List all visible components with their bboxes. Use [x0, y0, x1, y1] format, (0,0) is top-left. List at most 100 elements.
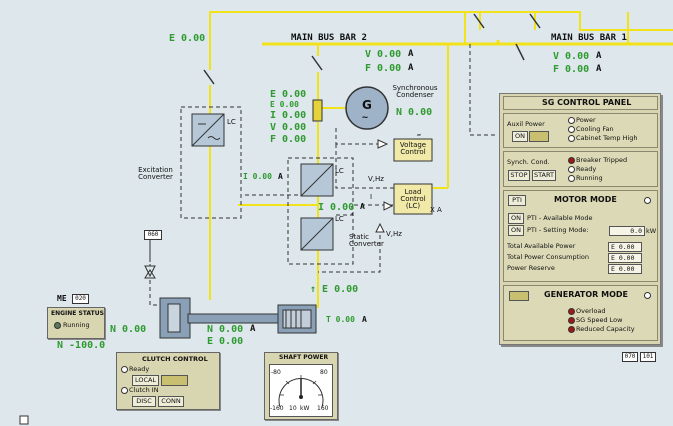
static-converter-label: Static Converter — [349, 233, 384, 248]
running-indicator — [54, 322, 61, 329]
motor-t-unit: A — [362, 315, 367, 324]
reduced-capacity-label: Reduced Capacity — [576, 325, 635, 333]
pti-available-on-button[interactable]: ON — [508, 213, 524, 224]
static-converter-shapes — [300, 163, 334, 251]
conn-button[interactable]: CONN — [158, 396, 184, 407]
bus1-f-readout: F 0.00 — [553, 64, 590, 75]
bus1-v-readout: V 0.00 — [553, 51, 590, 62]
clutch-in-indicator — [121, 387, 128, 394]
total-available-label: Total Available Power — [507, 242, 576, 250]
shaft-power-title: SHAFT POWER — [279, 354, 329, 361]
gauge-scale-unit: kW — [300, 405, 310, 412]
stop-button[interactable]: STOP — [508, 170, 530, 181]
sync-condenser-title: Synchronous Condenser — [392, 84, 438, 99]
auxil-indicator — [529, 131, 549, 142]
cabinet-temp-label: Cabinet Temp High — [576, 134, 638, 142]
arrow-in-icon — [377, 139, 389, 149]
ready-indicator — [568, 166, 575, 173]
meas-v-readout: V 0.00 — [270, 122, 307, 133]
me-label: ME — [57, 294, 67, 303]
motor-e-readout: E 0.00 — [207, 336, 244, 347]
motor-n-readout: N 0.00 — [207, 324, 244, 335]
synch-cond-label: Synch. Cond. — [507, 158, 550, 166]
clutch-ready-label: Ready — [129, 365, 150, 373]
breakers — [203, 13, 541, 85]
generator-g-glyph: G — [362, 98, 372, 112]
motor-t-readout: T 0.00 — [326, 315, 355, 324]
local-indicator — [161, 375, 188, 386]
cabinet-temp-indicator — [568, 135, 575, 142]
gauge-scale-min: -160 — [270, 405, 284, 412]
conv-i-unit: A — [360, 202, 365, 211]
excitation-converter-label: Excitation Converter — [138, 166, 173, 181]
motor-mode-section: PTI MOTOR MODE ON PTI - Available Mode O… — [503, 190, 658, 282]
power-indicator — [568, 117, 575, 124]
disc-button[interactable]: DISC — [132, 396, 156, 407]
pti-setting-input[interactable]: 0.0 — [609, 226, 645, 236]
pti-button[interactable]: PTI — [508, 195, 526, 206]
motor-n-unit: A — [250, 324, 256, 334]
arrow-up-icon — [375, 222, 385, 233]
auxil-on-button[interactable]: ON — [512, 131, 528, 142]
total-available-value: E 0.00 — [608, 242, 642, 252]
clutch-control-title: CLUTCH CONTROL — [142, 355, 208, 363]
gauge-dial — [278, 375, 324, 408]
bus2-v-unit: A — [408, 49, 414, 59]
exc-i-unit: A — [278, 172, 283, 181]
propulsion-motor-shape — [159, 297, 317, 339]
me-tag[interactable]: 020 — [72, 294, 89, 304]
sync-condenser-shape — [345, 86, 389, 130]
tag-070[interactable]: 070 — [622, 352, 638, 362]
clutch-control-panel: CLUTCH CONTROL Ready LOCAL Clutch IN DIS… — [116, 352, 220, 410]
pti-setting-unit: kW — [646, 227, 657, 235]
gauge-scale-mid: 10 — [289, 405, 297, 412]
generator-mode-button[interactable] — [509, 291, 529, 301]
sg-control-panel: SG CONTROL PANEL Auxil Power ON Power Co… — [499, 93, 661, 345]
overload-indicator — [568, 308, 575, 315]
local-button[interactable]: LOCAL — [132, 375, 159, 386]
pti-available-label: PTI - Available Mode — [527, 214, 593, 222]
pti-setting-on-button[interactable]: ON — [508, 225, 524, 236]
exc-i-readout: I 0.00 — [243, 172, 272, 181]
motor-mode-indicator — [644, 197, 651, 204]
auxil-power-label: Auxil Power — [507, 120, 545, 128]
clutch-in-label: Clutch IN — [129, 386, 159, 394]
clutch-ready-indicator — [121, 366, 128, 373]
generator-mode-indicator — [644, 292, 651, 299]
meas-i-readout: I 0.00 — [270, 110, 307, 121]
total-consumption-value: E 0.00 — [608, 253, 642, 263]
synch-cond-section: Synch. Cond. STOP START Breaker Tripped … — [503, 151, 658, 187]
sg-speed-low-label: SG Speed Low — [576, 316, 623, 324]
pti-setting-label: PTI - Setting Mode: — [527, 226, 589, 234]
fuse-element — [312, 99, 323, 122]
load-control-box — [393, 183, 433, 215]
reduced-capacity-indicator — [568, 326, 575, 333]
cooling-fan-label: Cooling Fan — [576, 125, 614, 133]
load-control-label: Load Control (LC) — [400, 188, 426, 210]
breaker-tripped-indicator — [568, 157, 575, 164]
tag-060[interactable]: 060 — [144, 230, 162, 240]
bus1-v-unit: A — [596, 51, 602, 61]
total-consumption-label: Total Power Consumption — [507, 253, 590, 261]
generator-mode-title: GENERATOR MODE — [544, 290, 628, 299]
main-bus-1-label: MAIN BUS BAR 1 — [551, 33, 627, 43]
shaft-n-readout: N 0.00 — [110, 324, 147, 335]
bus1-f-unit: A — [596, 64, 602, 74]
arrow-in-icon — [383, 201, 394, 211]
readout-e-top: E 0.00 — [169, 33, 206, 44]
breaker-tripped-label: Breaker Tripped — [576, 156, 628, 164]
running-indicator-sg — [568, 175, 575, 182]
tag-101[interactable]: 101 — [640, 352, 656, 362]
vhz-label-2: V,Hz — [386, 230, 402, 238]
lc-label-exc: LC — [227, 118, 236, 126]
lc-label-static-2: LC — [335, 215, 344, 223]
ready-label: Ready — [576, 165, 597, 173]
i-small-label: I — [370, 193, 373, 201]
sg-panel-header: SG CONTROL PANEL — [503, 96, 658, 110]
start-button[interactable]: START — [532, 170, 556, 181]
generator-mode-section: GENERATOR MODE Overload SG Speed Low Red… — [503, 285, 658, 341]
running-label: Running — [576, 174, 603, 182]
excitation-converter-shape — [191, 113, 225, 147]
bus-bars — [262, 40, 673, 46]
power-label: Power — [576, 116, 596, 124]
